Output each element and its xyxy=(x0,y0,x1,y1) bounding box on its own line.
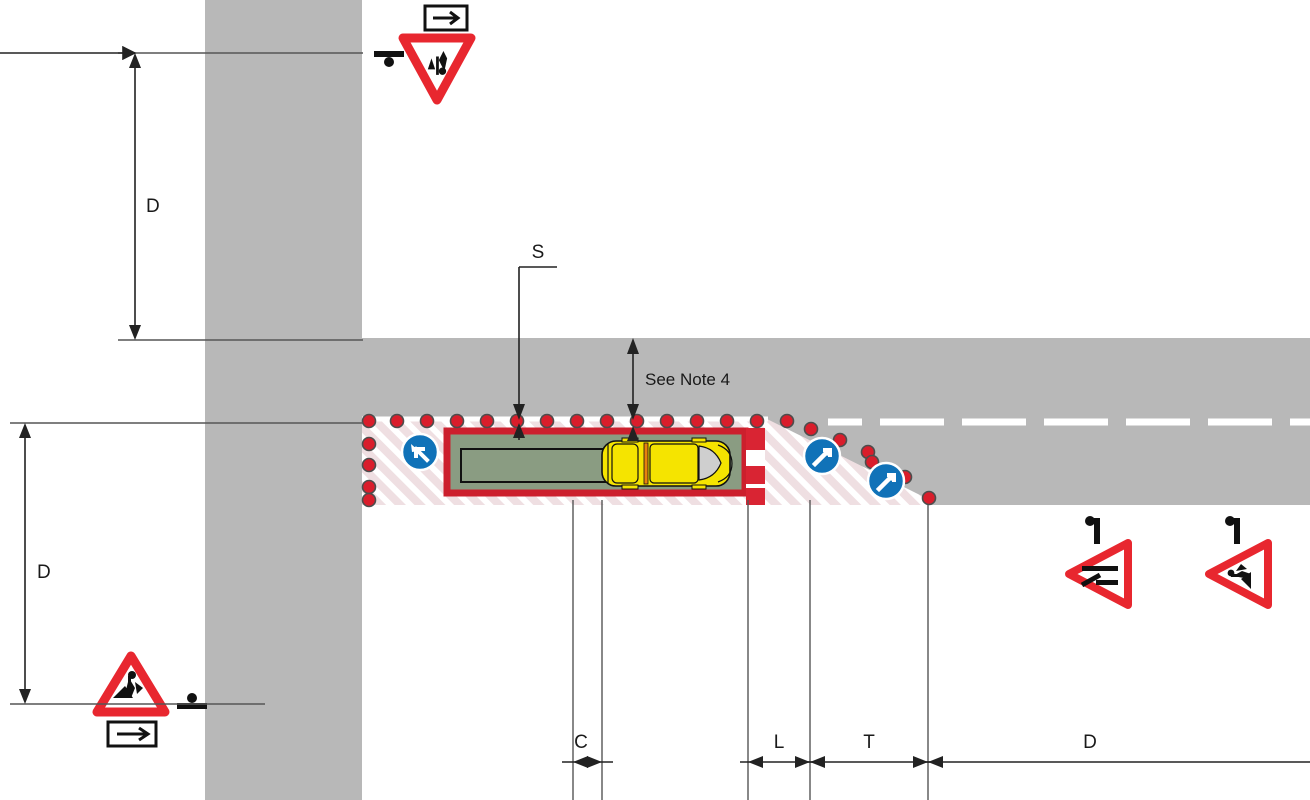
annotation-label-s: S xyxy=(532,242,545,263)
cone-row-top xyxy=(389,413,795,429)
annotation-s-leader: S xyxy=(513,242,557,420)
annotation-note4: See Note 4 xyxy=(627,338,730,441)
dimension-label-c: C xyxy=(574,732,588,753)
work-area-leader-arrow xyxy=(513,423,525,440)
post-bottom-left xyxy=(177,693,207,709)
sign-keep-right-1 xyxy=(802,436,842,476)
dimension-t: T xyxy=(804,732,936,768)
post-top-junction xyxy=(374,51,404,67)
dimension-d-vertical-bottom: D xyxy=(10,422,363,705)
dimension-d-vertical-top: D xyxy=(0,45,363,341)
post-merge-sign xyxy=(1085,516,1100,544)
post-works-sign xyxy=(1225,516,1240,544)
cone-column-left xyxy=(361,413,377,508)
dimension-label-d-horizontal: D xyxy=(1083,732,1097,753)
dimension-label-d-bottom: D xyxy=(37,562,51,583)
sign-keep-left xyxy=(400,432,440,472)
cone-row-taper xyxy=(803,421,937,506)
dimension-d-horizontal: D xyxy=(922,732,1310,768)
lane-merge-symbol xyxy=(1080,566,1118,588)
sign-road-works-left xyxy=(92,651,170,748)
dimension-label-t: T xyxy=(863,732,875,753)
sign-give-way-works xyxy=(398,4,476,105)
annotation-label-note4: See Note 4 xyxy=(645,370,730,389)
dimension-c: C xyxy=(562,732,613,768)
sign-road-works-right xyxy=(1205,539,1272,609)
dimension-label-l: L xyxy=(774,732,785,753)
witness-lines xyxy=(572,500,929,800)
dimension-label-d-top: D xyxy=(146,196,160,217)
side-road-surface xyxy=(205,0,362,800)
road-works-symbol-top xyxy=(427,50,448,75)
dimension-band-horizontal: C L T D xyxy=(562,732,1310,768)
road-works-symbol-right xyxy=(1227,564,1251,589)
sign-keep-right-2 xyxy=(866,461,906,501)
road-works-symbol-left xyxy=(113,671,143,698)
sign-lane-merge-right xyxy=(1065,539,1132,609)
works-vehicle xyxy=(601,437,733,490)
chevron-barrier-board xyxy=(746,428,765,505)
